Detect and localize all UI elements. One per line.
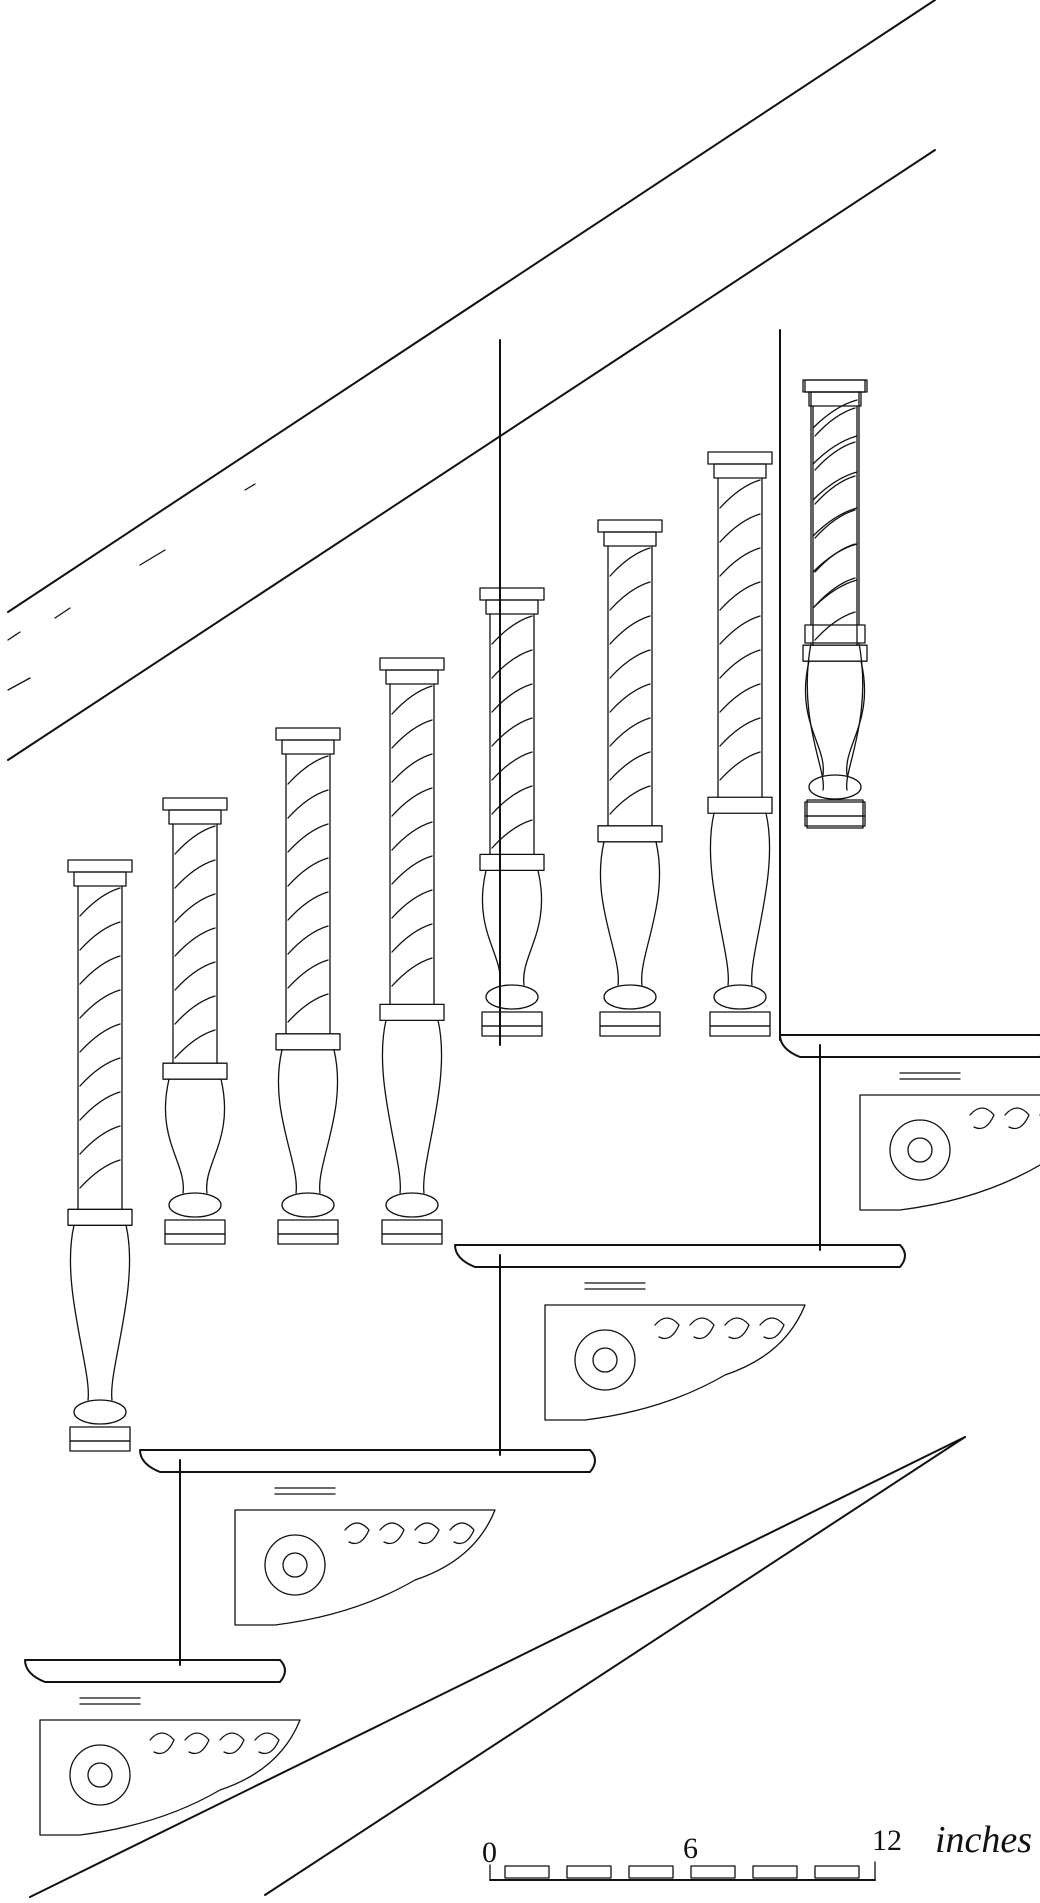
scale-mid-label: 6 <box>683 1832 698 1865</box>
scale-ticks <box>504 1865 860 1879</box>
handrail <box>7 0 936 761</box>
baluster <box>804 379 866 829</box>
scale-segment <box>566 1865 612 1879</box>
scale-segment <box>690 1865 736 1879</box>
baluster <box>379 657 445 1245</box>
scale-unit-label: inches <box>935 1819 1032 1861</box>
baluster <box>707 451 773 1037</box>
step <box>139 1449 596 1626</box>
step <box>454 1244 906 1421</box>
step <box>24 1659 301 1836</box>
baluster <box>479 587 545 1037</box>
carved-bracket <box>234 1509 496 1626</box>
baluster <box>802 379 868 827</box>
scale-segment <box>752 1865 798 1879</box>
scale-segment <box>628 1865 674 1879</box>
step-row <box>24 329 1040 1836</box>
scale-segment <box>814 1865 860 1879</box>
carved-bracket <box>544 1304 806 1421</box>
step <box>779 1034 1040 1211</box>
baluster <box>162 797 228 1245</box>
baluster-row <box>67 379 868 1452</box>
baluster <box>597 519 663 1037</box>
carved-bracket <box>39 1719 301 1836</box>
baluster <box>67 859 133 1452</box>
scale-bar: 0 6 12 inches <box>482 1819 1032 1881</box>
scale-end-label: 12 <box>872 1824 902 1857</box>
scale-segment <box>504 1865 550 1879</box>
baluster <box>275 727 341 1245</box>
outer-string <box>29 1436 966 1898</box>
carved-bracket <box>859 1094 1040 1211</box>
scale-start-label: 0 <box>482 1836 497 1869</box>
